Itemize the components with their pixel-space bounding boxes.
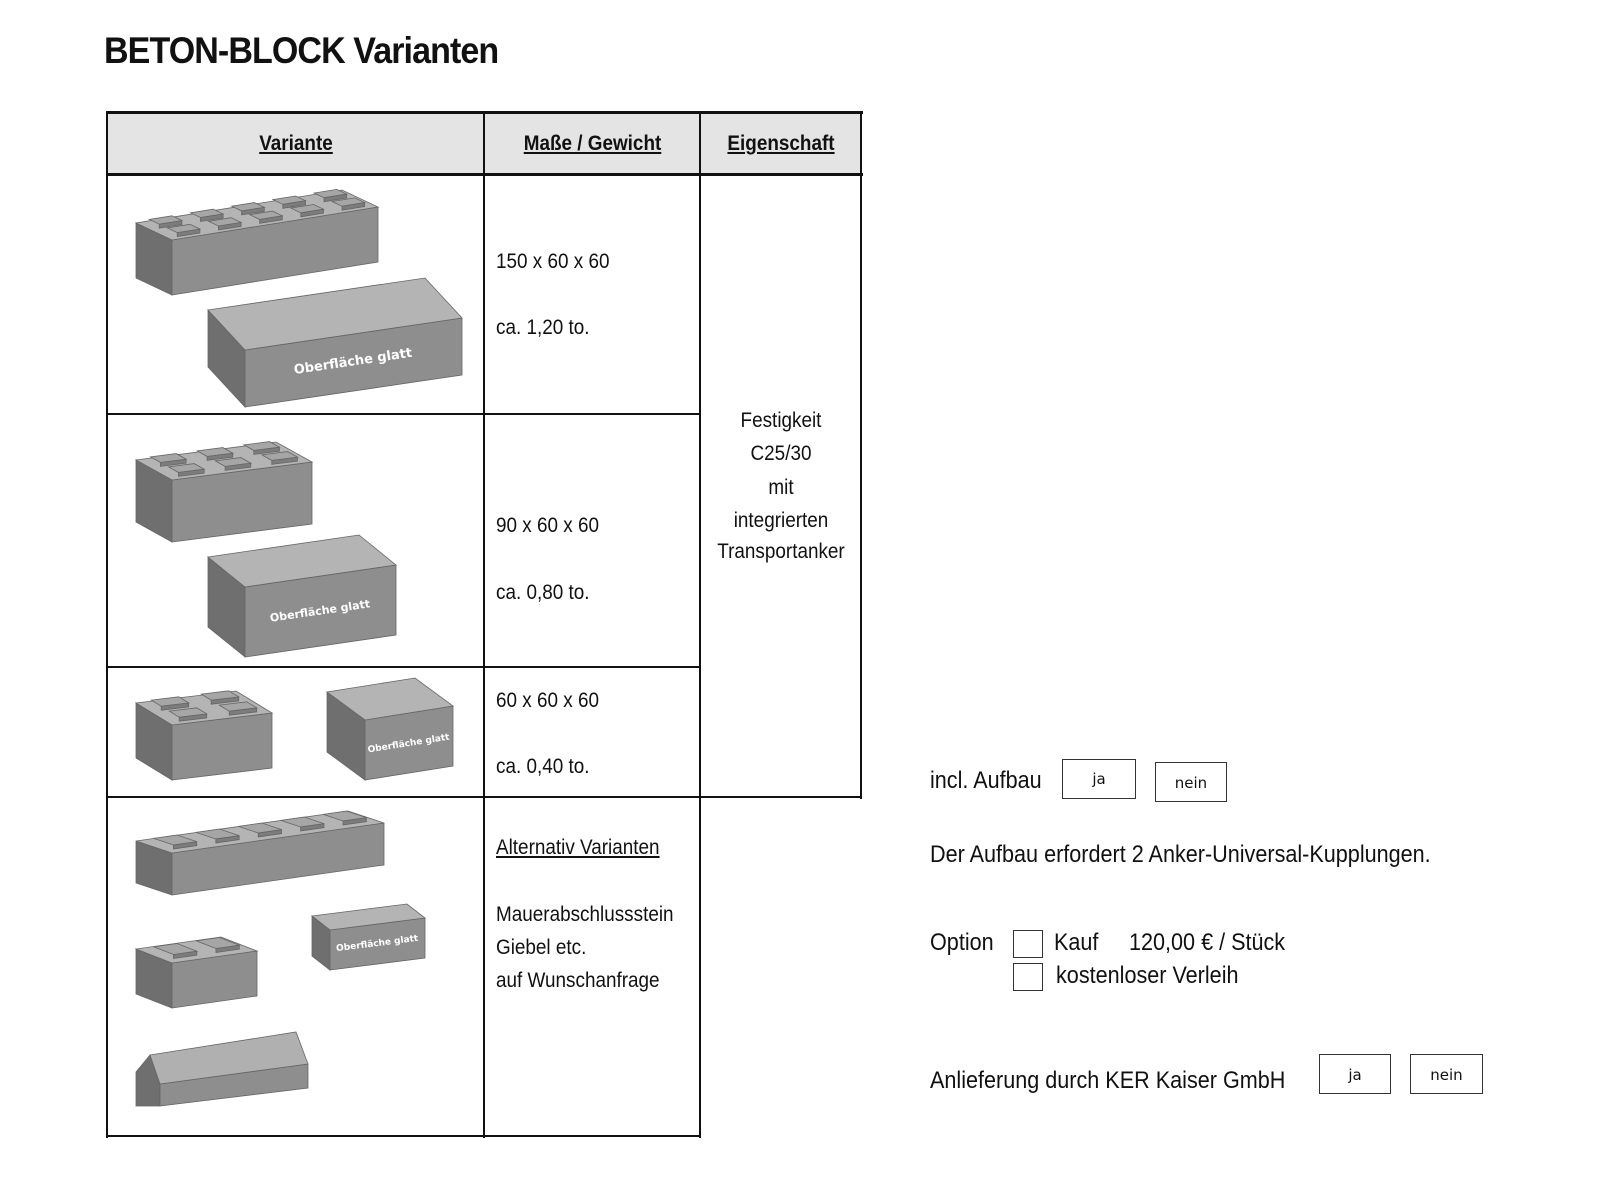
block-90-studded-stud — [213, 457, 253, 467]
header-label: Eigenschaft — [727, 132, 835, 155]
weight-60: ca. 0,40 to. — [496, 755, 590, 778]
block-150-studded-stud — [330, 197, 367, 207]
verleih-checkbox[interactable] — [1013, 963, 1043, 991]
alternativ-heading: Alternativ Varianten — [496, 836, 660, 859]
table-border — [106, 796, 862, 798]
block-150-studded-stud — [207, 217, 243, 227]
delivery-nein-button[interactable]: nein — [1410, 1054, 1483, 1094]
table-border — [106, 111, 108, 1138]
verleih-label: kostenloser Verleih — [1056, 962, 1239, 989]
block-150-smooth-top — [207, 277, 463, 351]
table-border — [483, 111, 485, 1138]
block-90-smooth-top — [207, 534, 397, 588]
eigenschaft-line: Transportanker — [717, 540, 845, 563]
block-150-studded-stud — [165, 223, 202, 234]
aufbau-nein-button[interactable]: nein — [1155, 762, 1227, 802]
page-title: BETON-BLOCK Varianten — [104, 30, 499, 71]
block-90-studded-stud — [195, 447, 235, 457]
aufbau-ja-button[interactable]: ja — [1062, 759, 1136, 799]
block-90-studded-stud — [149, 453, 188, 463]
size-60: 60 x 60 x 60 — [496, 689, 599, 712]
size-150: 150 x 60 x 60 — [496, 250, 610, 273]
block-alt-small-stud — [152, 943, 199, 955]
delivery-label: Anlieferung durch KER Kaiser GmbH — [930, 1067, 1286, 1094]
table-border — [106, 1135, 701, 1137]
weight-150: ca. 1,20 to. — [496, 316, 590, 339]
option-label: Option — [930, 929, 994, 956]
table-border — [106, 666, 701, 668]
block-alt-long-stud — [280, 816, 325, 828]
block-150-studded-stud — [230, 202, 266, 212]
aufbau-note: Der Aufbau erfordert 2 Anker-Universal-K… — [930, 841, 1431, 868]
block-150-studded-stud — [289, 204, 325, 214]
block-alt-long-stud — [323, 810, 367, 822]
gable-block-roof — [149, 1031, 309, 1085]
eigenschaft-line: C25/30 — [750, 442, 812, 465]
delivery-ja-button[interactable]: ja — [1319, 1054, 1391, 1094]
block-90-studded-stud — [260, 451, 299, 461]
size-90: 90 x 60 x 60 — [496, 514, 599, 537]
aufbau-label: incl. Aufbau — [930, 767, 1042, 794]
header-eigenschaft: Eigenschaft — [701, 114, 861, 174]
header-label: Maße / Gewicht — [523, 132, 662, 155]
block-90-studded-stud — [242, 441, 281, 451]
block-60-studded-stud — [218, 701, 258, 712]
block-90-studded-stud — [167, 463, 206, 473]
header-label: Variante — [259, 132, 333, 155]
kauf-price: 120,00 € / Stück — [1129, 929, 1286, 956]
table-border — [106, 413, 701, 415]
eigenschaft-line: mit — [768, 476, 794, 499]
alternativ-line: auf Wunschanfrage — [496, 969, 660, 992]
block-150-studded-stud — [248, 210, 284, 220]
block-150-studded-stud — [147, 215, 184, 225]
kauf-label: Kauf — [1054, 929, 1099, 956]
eigenschaft-line: Festigkeit — [740, 409, 822, 432]
block-60-smooth-top — [325, 677, 455, 721]
header-variante: Variante — [108, 114, 484, 174]
block-60-studded-stud — [200, 690, 240, 701]
block-alt-long-stud — [238, 822, 282, 834]
kauf-checkbox[interactable] — [1013, 930, 1043, 958]
alternativ-line: Giebel etc. — [496, 936, 587, 959]
block-alt-smooth-top — [310, 903, 427, 931]
block-60-studded-stud — [150, 696, 190, 707]
header-masse: Maße / Gewicht — [485, 114, 700, 174]
block-150-studded-stud — [189, 208, 225, 218]
eigenschaft-line: integrierten — [733, 509, 829, 532]
block-150-studded-stud — [271, 195, 307, 205]
block-150-studded-stud — [312, 188, 349, 199]
table-border — [699, 111, 701, 1138]
alternativ-line: Mauerabschlussstein — [496, 903, 674, 926]
weight-90: ca. 0,80 to. — [496, 581, 590, 604]
block-alt-small-stud — [194, 937, 241, 949]
block-60-studded-stud — [168, 707, 208, 718]
table-border — [860, 111, 862, 799]
block-alt-long-stud — [153, 834, 197, 846]
block-alt-long-stud — [195, 828, 240, 840]
